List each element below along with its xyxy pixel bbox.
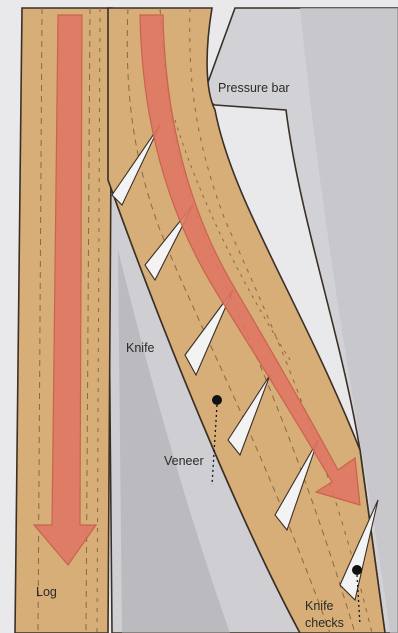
veneer-label: Veneer (164, 454, 204, 468)
knife-label: Knife (126, 341, 155, 355)
pressure-bar-label: Pressure bar (218, 81, 290, 95)
knife-checks-label-line2: checks (305, 616, 344, 630)
knife-check-marker-dot (352, 565, 362, 575)
veneer-marker-dot (212, 395, 222, 405)
knife-checks-label-line1: Knife (305, 599, 334, 613)
log-label: Log (36, 585, 57, 599)
